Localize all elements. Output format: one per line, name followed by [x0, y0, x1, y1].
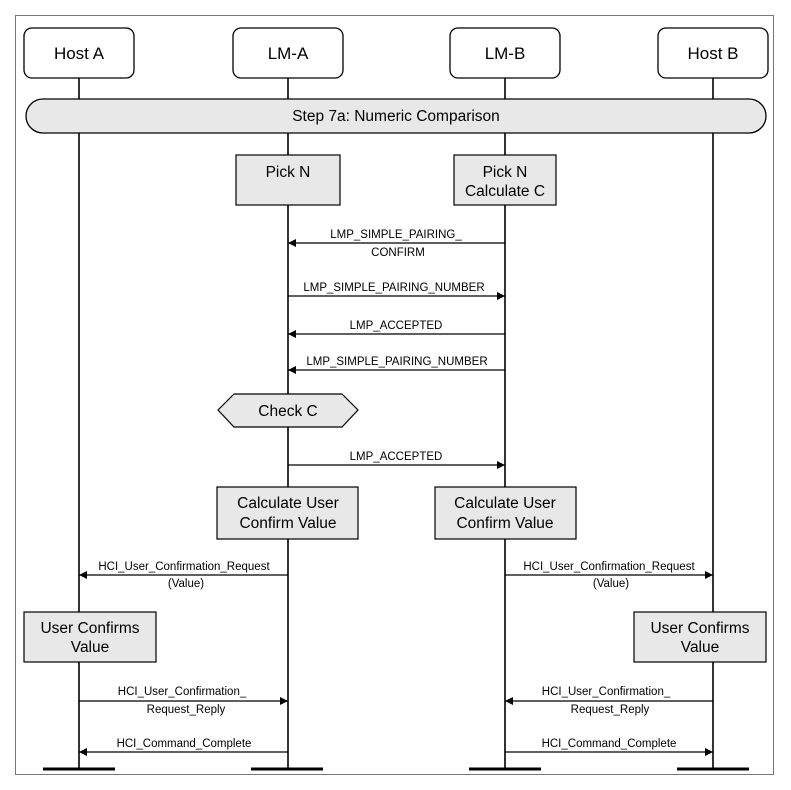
box-calc-user-confirm-b: Calculate User Confirm Value — [434, 486, 577, 540]
message-lmp-sp-number-1: LMP_SIMPLE_PAIRING_NUMBER — [288, 282, 505, 300]
message-hci-cc-a: HCI_Command_Complete — [79, 738, 288, 756]
messages: LMP_SIMPLE_PAIRING_ CONFIRM LMP_SIMPLE_P… — [79, 229, 713, 756]
box-calc-user-confirm-a: Calculate User Confirm Value — [216, 486, 359, 540]
message-hci-ucrr-b-line-2: Request_Reply — [571, 704, 650, 716]
box-calc-user-confirm-a-line-1: Calculate User — [237, 495, 339, 512]
message-hci-ucr-a: HCI_User_Confirmation_Request (Value) — [79, 561, 288, 590]
entity-host-a: Host A — [23, 27, 135, 79]
message-hci-ucr-b-line-2: (Value) — [593, 578, 629, 590]
box-pick-n-a: Pick N — [235, 154, 341, 206]
box-calc-user-confirm-b-line-2: Confirm Value — [456, 515, 553, 532]
step-banner: Step 7a: Numeric Comparison — [25, 98, 767, 134]
message-hci-ucrr-a-line-1: HCI_User_Confirmation_ — [118, 686, 247, 698]
message-hci-ucrr-a-line-2: Request_Reply — [147, 704, 226, 716]
message-hci-cc-b-label: HCI_Command_Complete — [542, 738, 677, 750]
message-hci-cc-a-label: HCI_Command_Complete — [117, 738, 252, 750]
box-pick-n-calc-c-b-line-1: Pick N — [483, 164, 528, 181]
message-hci-ucr-b-line-1: HCI_User_Confirmation_Request — [523, 561, 695, 573]
box-check-c: Check C — [217, 393, 359, 428]
entity-label-lm-a: LM-A — [268, 44, 309, 63]
box-user-confirms-b-line-2: Value — [681, 639, 720, 656]
message-hci-ucrr-a: HCI_User_Confirmation_ Request_Reply — [79, 686, 288, 716]
message-lmp-sp-number-1-label: LMP_SIMPLE_PAIRING_NUMBER — [303, 282, 484, 294]
message-lmp-accepted-1-label: LMP_ACCEPTED — [350, 320, 443, 332]
box-user-confirms-a: User Confirms Value — [23, 611, 157, 663]
message-lmp-accepted-2-label: LMP_ACCEPTED — [350, 451, 443, 463]
box-user-confirms-a-line-1: User Confirms — [40, 620, 139, 637]
entity-label-lm-b: LM-B — [485, 44, 526, 63]
box-user-confirms-a-line-2: Value — [71, 639, 110, 656]
message-hci-ucr-a-line-2: (Value) — [168, 578, 204, 590]
box-user-confirms-b: User Confirms Value — [633, 611, 767, 663]
message-hci-ucr-b: HCI_User_Confirmation_Request (Value) — [505, 561, 713, 590]
message-hci-ucrr-b-line-1: HCI_User_Confirmation_ — [542, 686, 671, 698]
box-calc-user-confirm-b-line-1: Calculate User — [454, 495, 556, 512]
entity-lm-a: LM-A — [232, 27, 344, 79]
entity-lm-b: LM-B — [449, 27, 561, 79]
message-hci-ucrr-b: HCI_User_Confirmation_ Request_Reply — [505, 686, 713, 716]
step-label: Step 7a: Numeric Comparison — [292, 108, 500, 125]
lifelines — [78, 78, 714, 768]
diagram-frame — [15, 15, 774, 775]
entity-host-b: Host B — [657, 27, 769, 79]
message-lmp-accepted-1: LMP_ACCEPTED — [288, 320, 505, 338]
message-lmp-sp-number-2-label: LMP_SIMPLE_PAIRING_NUMBER — [306, 356, 487, 368]
box-calc-user-confirm-a-line-2: Confirm Value — [239, 515, 336, 532]
entity-label-host-b: Host B — [687, 44, 738, 63]
box-pick-n-calc-c-b-line-2: Calculate C — [465, 183, 545, 200]
box-pick-n-calc-c-b: Pick N Calculate C — [453, 154, 557, 206]
message-lmp-accepted-2: LMP_ACCEPTED — [288, 451, 505, 469]
message-lmp-sp-confirm-line-2: CONFIRM — [371, 247, 425, 259]
message-hci-cc-b: HCI_Command_Complete — [505, 738, 713, 756]
message-lmp-sp-confirm: LMP_SIMPLE_PAIRING_ CONFIRM — [288, 229, 505, 259]
box-check-c-line-1: Check C — [258, 403, 317, 420]
message-lmp-sp-number-2: LMP_SIMPLE_PAIRING_NUMBER — [288, 356, 505, 374]
box-pick-n-a-line-1: Pick N — [266, 164, 311, 181]
message-hci-ucr-a-line-1: HCI_User_Confirmation_Request — [98, 561, 270, 573]
message-lmp-sp-confirm-line-1: LMP_SIMPLE_PAIRING_ — [330, 229, 462, 241]
box-user-confirms-b-line-1: User Confirms — [650, 620, 749, 637]
entity-label-host-a: Host A — [54, 44, 105, 63]
